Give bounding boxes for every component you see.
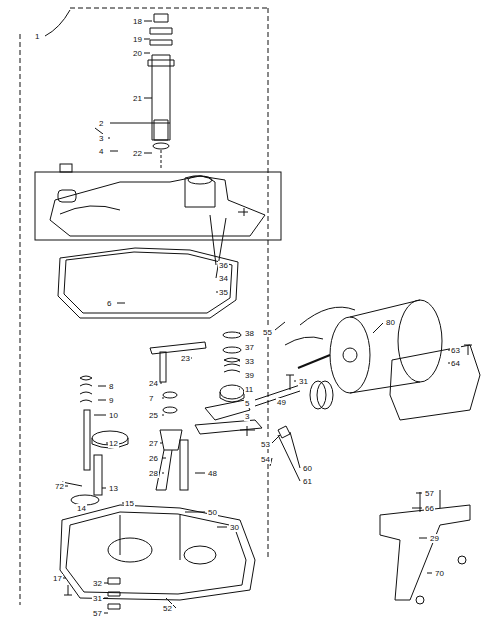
callout-number: 34 [218,274,229,283]
callout-number: 11 [244,385,254,394]
callout-number: 80 [385,318,396,327]
callout-number: 61 [302,477,313,486]
callout-number: 4 [98,147,104,156]
callout-number: 17 [52,574,63,583]
callout-number: 37 [244,343,255,352]
callout-number: 66 [424,504,435,513]
callout-number: 13 [108,484,119,493]
callout-number: 7 [148,394,154,403]
callout-number: 24 [148,379,159,388]
callout-number: 33 [244,357,255,366]
callout-number: 35 [218,288,229,297]
callout-number: 36 [218,261,229,270]
callout-number: 23 [180,354,191,363]
callout-number: 6 [106,299,112,308]
callout-number: 72 [54,482,65,491]
callout-number: 5 [244,399,250,408]
callout-number: 3 [244,412,250,421]
callout-number: 28 [148,469,159,478]
callout-number: 53 [260,440,271,449]
callout-number: 54 [260,455,271,464]
callout-number: 12 [108,439,119,448]
callout-number: 10 [108,411,119,420]
callout-number: 70 [434,569,445,578]
callout-number: 64 [450,359,461,368]
callout-number: 2 [98,119,104,128]
callout-number: 3 [98,134,104,143]
callout-number: 32 [92,579,103,588]
callout-number: 57 [424,489,435,498]
callout-number: 14 [76,504,87,513]
callout-number: 21 [132,94,143,103]
callout-number: 26 [148,454,159,463]
callout-number: 49 [276,398,287,407]
callout-number: 9 [108,396,114,405]
callout-number: 60 [302,464,313,473]
callout-number: 19 [132,35,143,44]
callout-number: 55 [262,328,273,337]
callout-number: 31 [92,594,103,603]
callout-number: 22 [132,149,143,158]
callout-number: 39 [244,371,255,380]
callout-number: 15 [124,499,135,508]
callout-number: 38 [244,329,255,338]
callout-number: 30 [229,523,240,532]
callout-number: 31 [298,377,309,386]
callout-number: 1 [34,32,40,41]
callout-number: 52 [162,604,173,613]
callout-number: 29 [429,534,440,543]
callout-number: 25 [148,411,159,420]
callout-number: 50 [207,508,218,517]
callout-number: 20 [132,49,143,58]
callout-number: 63 [450,346,461,355]
callout-number: 27 [148,439,159,448]
callout-number: 57 [92,609,103,618]
callout-number: 18 [132,17,143,26]
callout-number: 8 [108,382,114,391]
callout-number: 48 [207,469,218,478]
